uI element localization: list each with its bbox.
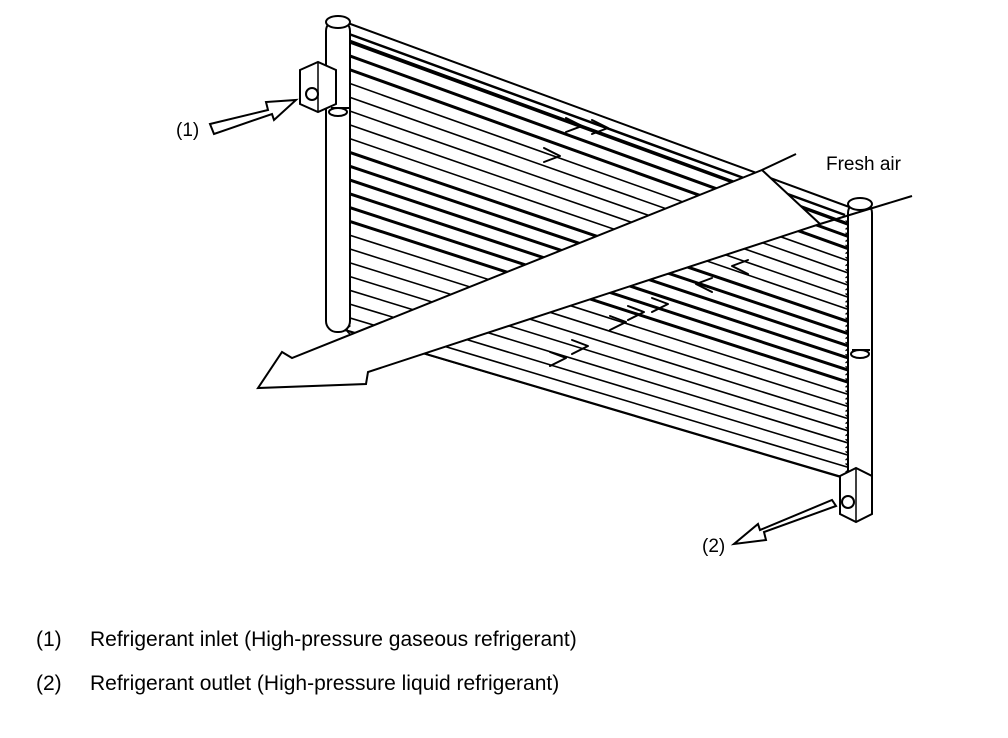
legend: (1) Refrigerant inlet (High-pressure gas… — [36, 628, 936, 716]
inlet-callout: (1) — [176, 120, 199, 141]
outlet-fitting — [839, 466, 873, 524]
legend-text: Refrigerant outlet (High-pressure liquid… — [90, 672, 560, 695]
fresh-air-arrow — [256, 153, 913, 390]
legend-text: Refrigerant inlet (High-pressure gaseous… — [90, 628, 577, 651]
inlet-fitting — [299, 60, 337, 114]
refrigerant-flow-arrows — [543, 117, 749, 367]
left-header-tank — [325, 15, 351, 333]
fresh-air-label: Fresh air — [826, 154, 902, 175]
right-header-tank — [847, 197, 873, 515]
legend-item-outlet: (2) Refrigerant outlet (High-pressure li… — [36, 672, 936, 696]
legend-number: (2) — [36, 672, 62, 695]
legend-number: (1) — [36, 628, 62, 651]
outlet-arrow — [730, 498, 838, 546]
outlet-callout: (2) — [702, 536, 725, 557]
legend-item-inlet: (1) Refrigerant inlet (High-pressure gas… — [36, 628, 936, 652]
inlet-arrow — [208, 98, 299, 136]
